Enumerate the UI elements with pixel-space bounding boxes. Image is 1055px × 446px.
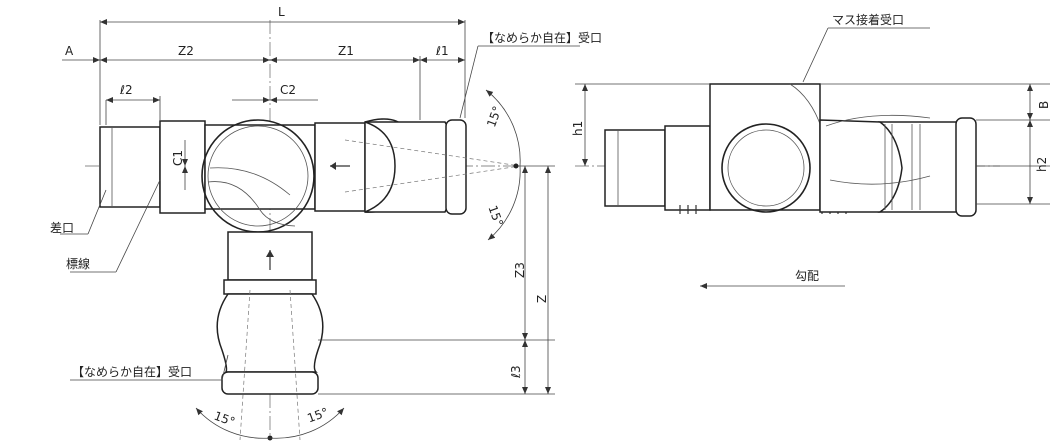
tee-top-view: 15° 15° 15° 15° L A Z2 Z1 ℓ1 ℓ2 C2 C1: [50, 5, 602, 441]
dim-l1: ℓ1: [435, 44, 449, 58]
dim-L: L: [278, 5, 285, 19]
dim-l3: ℓ3: [509, 365, 523, 379]
main-body-center: [204, 124, 316, 210]
label-marker-line: 標線: [66, 256, 90, 271]
dim-Z: Z: [535, 295, 549, 303]
label-spigot: 差口: [50, 221, 74, 235]
dim-l2: ℓ2: [119, 83, 133, 97]
angle-bottom-left: 15°: [212, 409, 237, 429]
side-main-body: [709, 83, 821, 211]
dim-C1: C1: [171, 150, 185, 166]
side-spigot: [604, 129, 666, 207]
dim-h1: h1: [571, 121, 585, 136]
dim-Z1: Z1: [338, 44, 354, 58]
bottom-socket-ring: [221, 371, 319, 395]
label-slope: 勾配: [795, 269, 819, 283]
main-body-right: [314, 122, 366, 212]
angle-right-lower: 15°: [485, 204, 505, 229]
dim-C2: C2: [280, 83, 296, 97]
dim-B: B: [1037, 101, 1051, 109]
label-manhole-socket: マス接着受口: [832, 12, 904, 27]
label-socket-top: 【なめらか自在】受口: [482, 31, 602, 45]
dim-h2: h2: [1035, 157, 1049, 172]
dim-Z3: Z3: [513, 262, 527, 278]
label-socket-bottom: 【なめらか自在】受口: [72, 365, 192, 379]
spigot-end: [99, 126, 161, 208]
angle-bottom-right: 15°: [305, 405, 330, 425]
branch-collar: [223, 279, 317, 295]
dim-A: A: [65, 44, 74, 58]
tee-side-view: h1 B h2 マス接着受口 勾配: [571, 12, 1051, 289]
main-body-left: [159, 120, 206, 214]
bottom-socket-bulge: [216, 293, 324, 373]
angle-right-upper: 15°: [484, 104, 504, 129]
dim-Z2: Z2: [178, 44, 194, 58]
right-socket-ring: [445, 119, 467, 215]
